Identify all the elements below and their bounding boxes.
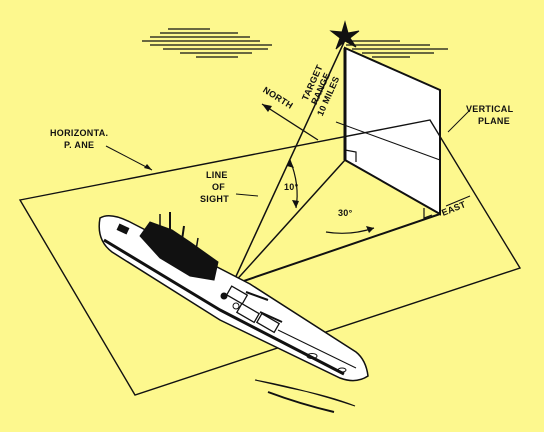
battleship-icon	[98, 212, 369, 413]
horizon-waves	[142, 28, 448, 58]
line-of-sight-label-line1: LINE	[206, 170, 228, 180]
vertical-plane-leader	[447, 109, 471, 133]
east-leader	[445, 195, 471, 207]
target-label: TARGET RANGE 10 MILES	[300, 63, 341, 118]
star-icon	[329, 20, 360, 50]
line-of-sight-label-line3: SIGHT	[200, 194, 229, 204]
horizontal-plane-leader	[105, 145, 153, 171]
line-of-sight-leader	[235, 193, 259, 197]
east-line	[231, 213, 441, 286]
bearing-angle-arc	[325, 227, 375, 234]
horizontal-plane-label-line2: P. ANE	[64, 140, 94, 150]
line-of-sight-line	[231, 39, 346, 286]
bearing-angle-label: 30°	[338, 208, 353, 218]
north-line	[231, 159, 346, 286]
elevation-angle-label: 10°	[284, 182, 299, 192]
horizontal-plane	[18, 119, 522, 396]
vertical-plane-label-line2: PLANE	[478, 116, 510, 126]
vertical-plane-label-line1: VERTICAL	[466, 104, 514, 114]
line-of-sight-label-line2: OF	[212, 182, 225, 192]
east-label: EAST	[440, 199, 467, 218]
horizontal-plane-label-line1: HORIZONTA.	[50, 128, 108, 138]
north-arrow-icon	[262, 104, 272, 112]
